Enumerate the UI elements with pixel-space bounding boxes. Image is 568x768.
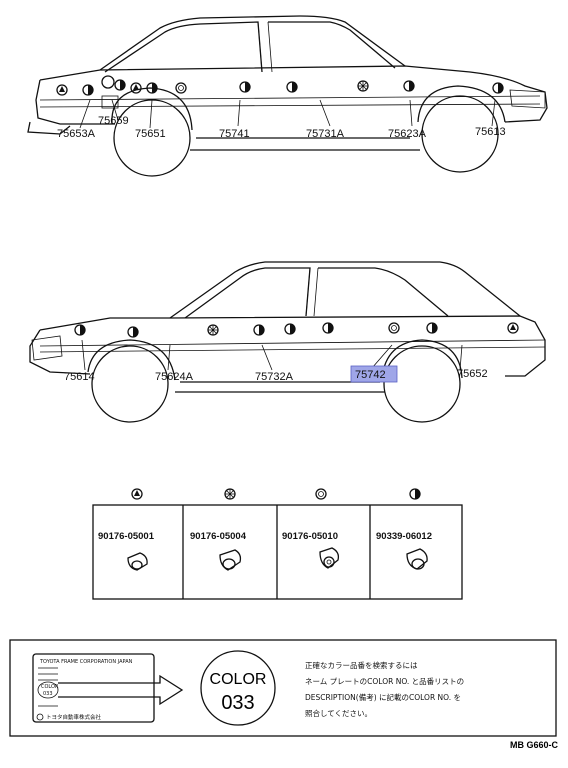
top-label-75659: 75659: [98, 115, 129, 127]
top-label-75623A: 75623A: [388, 128, 427, 140]
half-filled-circle-icon: [415, 489, 420, 499]
bottom-label-75732A: 75732A: [255, 371, 294, 383]
color-info-box: TOYOTA FRAME CORPORATION JAPAN COLOR 033…: [9, 639, 557, 737]
clip-drawing-3: [319, 547, 340, 569]
top-car-illustration: 75653A 75659 75651 75741 75731A 75623A 7…: [27, 15, 548, 177]
bottom-label-75652: 75652: [457, 368, 488, 380]
bottom-car-illustration: 75614 75624A 75732A 75742 75652: [29, 261, 546, 423]
highlight-75742: [350, 365, 398, 383]
svg-text:正確なカラー品番を検索するには: 正確なカラー品番を検索するには: [305, 660, 418, 670]
svg-text:TOYOTA FRAME CORPORATION JAPAN: TOYOTA FRAME CORPORATION JAPAN: [39, 659, 133, 665]
top-label-75651: 75651: [135, 128, 166, 140]
clip-part-no-2: 90176-05004: [190, 531, 247, 542]
bottom-car-clip-icons: [74, 322, 519, 338]
color-badge: [200, 650, 276, 726]
name-plate: TOYOTA FRAME CORPORATION JAPAN COLOR 033…: [32, 653, 155, 723]
svg-text:COLOR: COLOR: [210, 671, 267, 688]
clip-part-no-3: 90176-05010: [282, 531, 338, 542]
bottom-label-75614: 75614: [64, 371, 95, 383]
clip-part-no-1: 90176-05001: [98, 531, 155, 542]
clip-drawing-1: [127, 552, 148, 571]
top-label-75653A: 75653A: [57, 128, 96, 140]
diagram-code: MB G660-C: [510, 740, 559, 750]
asterisk-circle-icon: [225, 489, 235, 499]
bottom-label-75624A: 75624A: [155, 371, 194, 383]
svg-text:トヨタ自動車株式会社: トヨタ自動車株式会社: [46, 713, 102, 721]
clip-drawing-2: [219, 549, 242, 571]
top-car-clip-icons: [56, 75, 504, 96]
svg-text:ネーム プレートのCOLOR NO. と品番リストの: ネーム プレートのCOLOR NO. と品番リストの: [305, 676, 464, 686]
triangle-circle-icon: [134, 490, 140, 496]
ring-circle-icon: [318, 491, 324, 497]
svg-text:033: 033: [221, 692, 254, 714]
clip-drawing-4: [406, 548, 428, 570]
svg-text:COLOR: COLOR: [41, 684, 59, 690]
top-label-75731A: 75731A: [306, 128, 345, 140]
svg-text:033: 033: [43, 691, 53, 697]
arrow-icon: [58, 674, 184, 706]
top-label-75613: 75613: [475, 126, 506, 138]
clip-part-no-4: 90339-06012: [376, 531, 432, 542]
bottom-label-75742: 75742: [355, 369, 386, 381]
svg-text:照合してください。: 照合してください。: [305, 708, 372, 718]
svg-text:DESCRIPTION(備考) に記載のCOLOR NO.: DESCRIPTION(備考) に記載のCOLOR NO. を: [305, 692, 461, 702]
clip-legend: 90176-05001 90176-05004 90176-05010 9033…: [92, 488, 463, 600]
top-label-75741: 75741: [219, 128, 250, 140]
